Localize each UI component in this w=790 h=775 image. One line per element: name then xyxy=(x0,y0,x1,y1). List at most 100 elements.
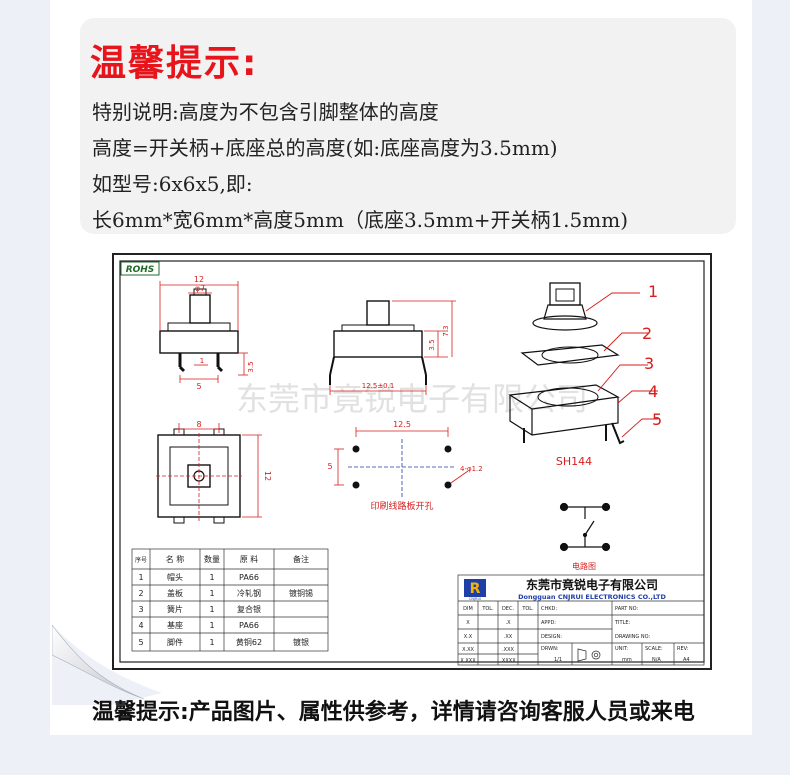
tb-unit: UNIT: xyxy=(615,646,628,652)
bom-r0-c0: 1 xyxy=(138,573,143,582)
dim-12-front: 12 xyxy=(263,471,272,481)
callout-3: 3 xyxy=(644,354,654,373)
tip-line-4: 长6mm*宽6mm*高度5mm（底座3.5mm+开关柄1.5mm) xyxy=(92,208,628,232)
tb-rev-val: A4 xyxy=(683,657,690,663)
tb-company-en: Dongguan CNJRUI ELECTRONICS CO.,LTD xyxy=(518,593,666,601)
bom-r1-c3: 冷轧钢 xyxy=(237,588,261,598)
tb-cell-1-0: X.X xyxy=(464,634,473,640)
tb-rev: REV: xyxy=(677,646,689,652)
callout-1: 1 xyxy=(648,282,658,301)
tb-labels: CHKD: APPD: DESIGN: PART NO: TITLE: DRAW… xyxy=(541,606,690,663)
bom-r1-c1: 盖板 xyxy=(167,588,183,598)
bom-r3-c3: PA66 xyxy=(239,621,259,630)
projection-symbol xyxy=(577,648,601,662)
bom-r3-c1: 基座 xyxy=(167,620,183,630)
tb-unit-val: mm xyxy=(622,657,632,663)
circuit-diagram xyxy=(559,502,611,552)
dim-5-pcb: 5 xyxy=(327,462,332,471)
tip-box xyxy=(80,18,736,234)
tip-line-2: 高度=开关柄+底座总的高度(如:底座高度为3.5mm) xyxy=(92,136,558,160)
bom-r3-c0: 4 xyxy=(138,621,143,630)
side-view-left xyxy=(159,288,239,373)
bom-r1-c0: 2 xyxy=(138,589,143,598)
tb-design: DESIGN: xyxy=(541,634,562,640)
tb-drwn: DRWN: xyxy=(541,646,559,652)
bom-h-2: 数量 xyxy=(204,554,220,564)
tb-title: TITLE: xyxy=(614,620,631,626)
bom-r1-c4: 镀铜锡 xyxy=(289,588,313,598)
front-dim-lines xyxy=(156,423,262,521)
bom-r2-c0: 3 xyxy=(138,605,143,614)
inner-frame xyxy=(119,260,705,663)
side-view-middle xyxy=(329,300,427,385)
tb-scale-val: N/A xyxy=(652,657,661,663)
company-logo: R xyxy=(464,579,486,597)
tip-title: 温馨提示: xyxy=(90,43,259,84)
bom-r2-c2: 1 xyxy=(209,605,214,614)
pcb-caption: 印刷线路板开孔 xyxy=(370,500,433,512)
dim-12-top: 12 xyxy=(194,275,204,284)
tip-line-1: 特别说明:高度为不包含引脚整体的高度 xyxy=(92,100,439,124)
bom-r4-c1: 脚件 xyxy=(167,637,183,647)
dim-35-mid: 3.5 xyxy=(428,339,436,350)
watermark: 东莞市竟锐电子有限公司 xyxy=(236,380,588,418)
tb-col-3: TOL. xyxy=(521,606,534,612)
bottom-strip xyxy=(50,735,752,775)
bom-r4-c0: 5 xyxy=(138,638,143,647)
bom-r0-c1: 帽头 xyxy=(167,572,183,582)
bom-r2-c3: 复合银 xyxy=(237,604,261,614)
title-block xyxy=(457,574,705,666)
left-dim-lines xyxy=(159,281,248,383)
bom-r1-c2: 1 xyxy=(209,589,214,598)
dim-1: 1 xyxy=(200,357,204,365)
bom-r4-c4: 镀银 xyxy=(293,637,309,647)
callout-5: 5 xyxy=(652,410,662,429)
outer-frame xyxy=(112,253,712,670)
tb-chkd: CHKD: xyxy=(541,606,557,612)
bom-r3-c2: 1 xyxy=(209,621,214,630)
technical-drawing: ROHS 东莞市竟锐电子有限公司 12 φ7 3.5 5 1 xyxy=(112,253,712,670)
tb-cell-1-2: .XX xyxy=(504,634,513,640)
bom-r4-c3: 黄铜62 xyxy=(236,637,262,647)
tb-tol-grid: DIM TOL. DEC. TOL. X .X X.X .XX X.XX .XX… xyxy=(460,606,534,664)
tb-cell-2-2: .XXX xyxy=(502,647,514,653)
bom-h-4: 备注 xyxy=(293,554,309,564)
callout-2: 2 xyxy=(642,324,652,343)
tb-col-0: DIM xyxy=(463,606,473,612)
dim-8: 8 xyxy=(196,420,201,429)
tb-scale: SCALE: xyxy=(645,646,663,652)
tb-partno: PART NO: xyxy=(615,606,638,612)
tb-col-2: DEC. xyxy=(502,606,515,612)
bom-r0-c2: 1 xyxy=(209,573,214,582)
rohs-label: ROHS xyxy=(126,265,155,275)
callout-4: 4 xyxy=(648,382,658,401)
logo-sub: CNJRUI xyxy=(469,597,481,601)
bom-r4-c2: 1 xyxy=(209,638,214,647)
callout-lines xyxy=(585,292,658,438)
page-curl-decoration xyxy=(52,624,162,705)
bom-r0-c3: PA66 xyxy=(239,573,259,582)
tb-cell-0-0: X xyxy=(466,620,470,626)
dim-125pm: 12.5±0.1 xyxy=(362,382,395,390)
bom-text: 序号 名 称 数量 原 料 备注 1 帽头 1 PA66 2 盖板 1 冷轧钢 … xyxy=(135,554,313,647)
tb-company: 东莞市竟锐电子有限公司 xyxy=(526,577,658,592)
tb-cell-0-2: .X xyxy=(505,620,511,626)
bom-h-0: 序号 xyxy=(135,556,147,564)
dim-73: 7.3 xyxy=(442,325,450,336)
tb-col-1: TOL. xyxy=(481,606,494,612)
tb-appd: APPD: xyxy=(541,620,556,626)
exploded-view xyxy=(508,282,625,445)
bom-r2-c1: 簧片 xyxy=(167,604,183,614)
tb-drwn-val: 1/1 xyxy=(554,657,562,663)
dim-hole: 4-φ1.2 xyxy=(460,465,483,473)
dim-125-pcb: 12.5 xyxy=(393,420,411,429)
dim-phi7: φ7 xyxy=(195,284,205,293)
bom-h-3: 原 料 xyxy=(240,554,259,564)
pcb-layout xyxy=(334,427,469,497)
bom-table xyxy=(131,548,329,652)
tb-drawingno: DRAWING NO: xyxy=(615,634,650,640)
tb-cell-2-0: X.XX xyxy=(462,647,474,653)
rohs-box xyxy=(120,261,160,276)
tb-cell-3-2: .XXXX xyxy=(500,658,516,664)
circuit-caption: 电路图 xyxy=(572,561,596,571)
